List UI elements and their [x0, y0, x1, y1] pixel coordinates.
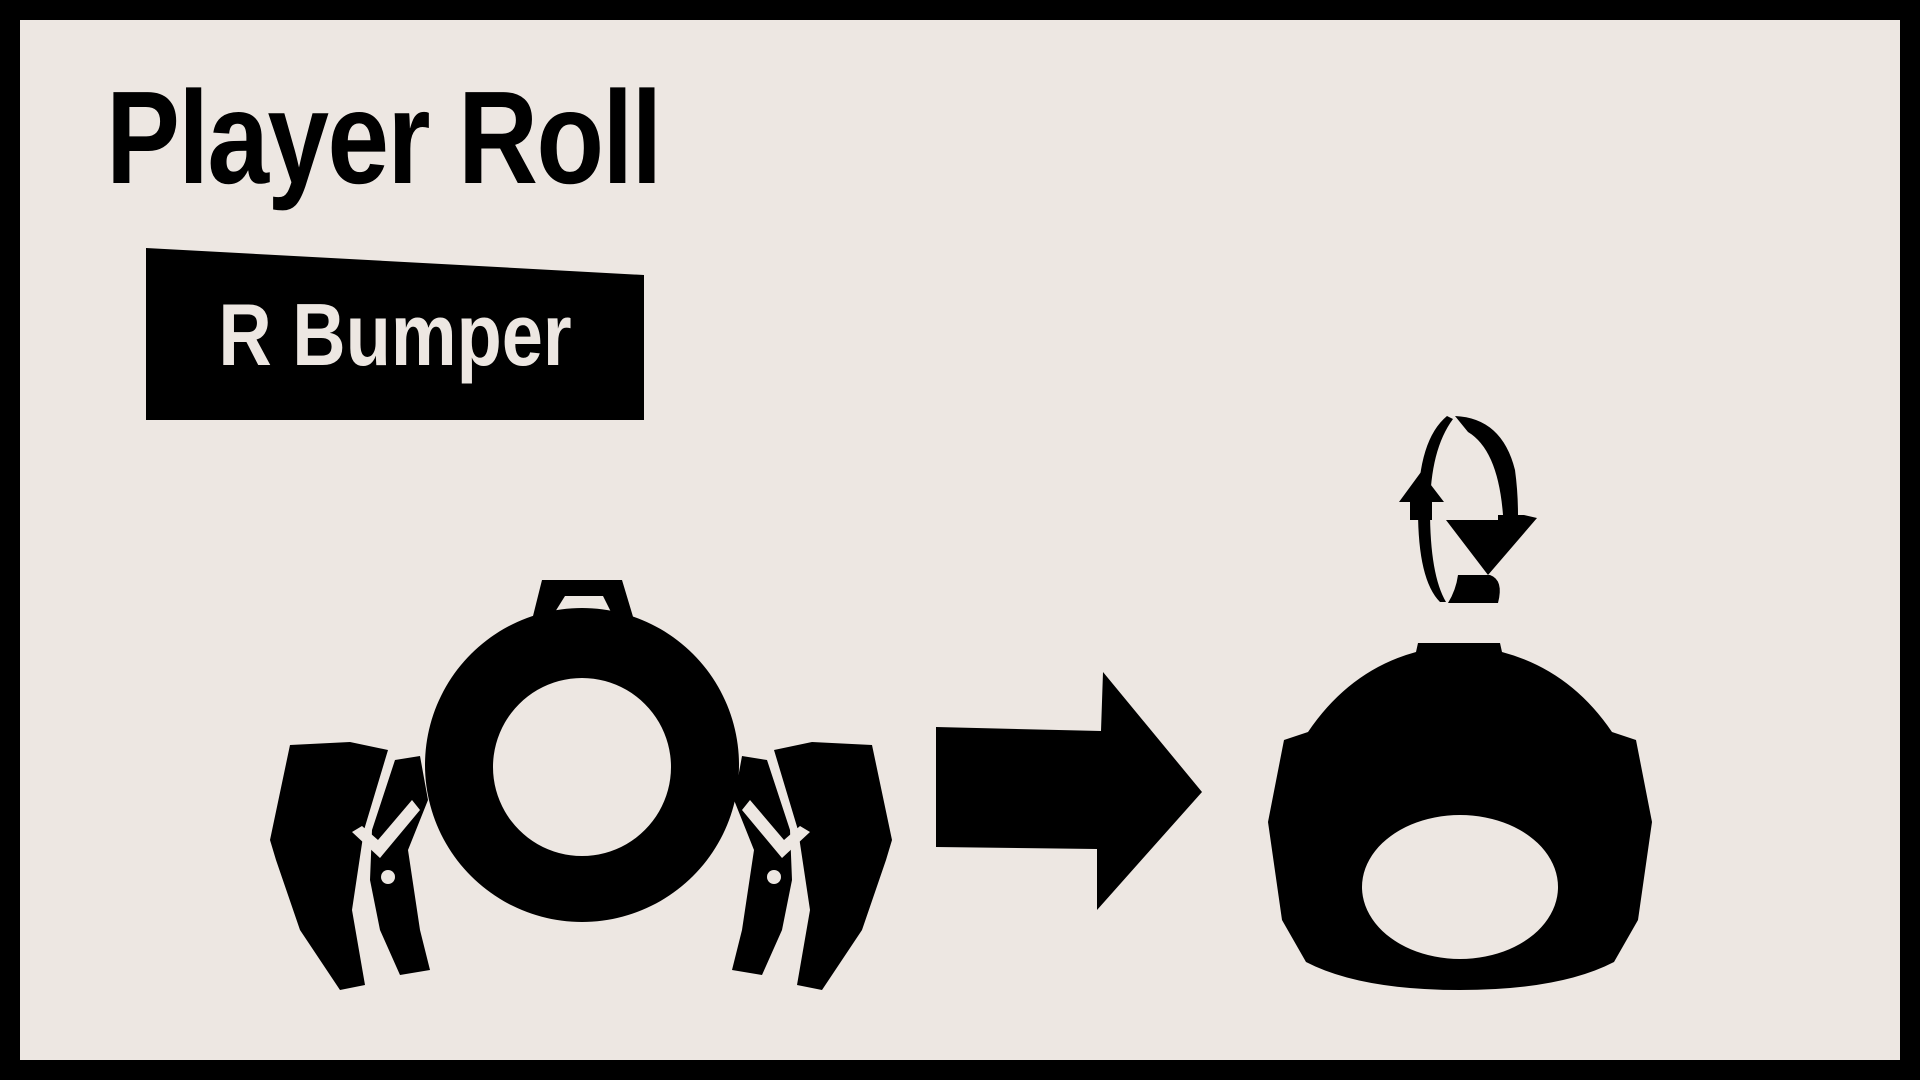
badge-background: [146, 248, 644, 420]
page-title: Player Roll: [106, 64, 662, 211]
illustration: [270, 416, 1652, 990]
robot-ball-icon: [1268, 643, 1652, 990]
control-badge: R Bumper: [146, 248, 644, 420]
right-arrow-icon: [936, 672, 1202, 910]
robot-walking-icon: [270, 580, 892, 990]
control-button-label: R Bumper: [218, 285, 572, 384]
instruction-card: Player Roll R Bumper: [20, 20, 1900, 1060]
rotate-arrows-icon: [1399, 416, 1537, 603]
